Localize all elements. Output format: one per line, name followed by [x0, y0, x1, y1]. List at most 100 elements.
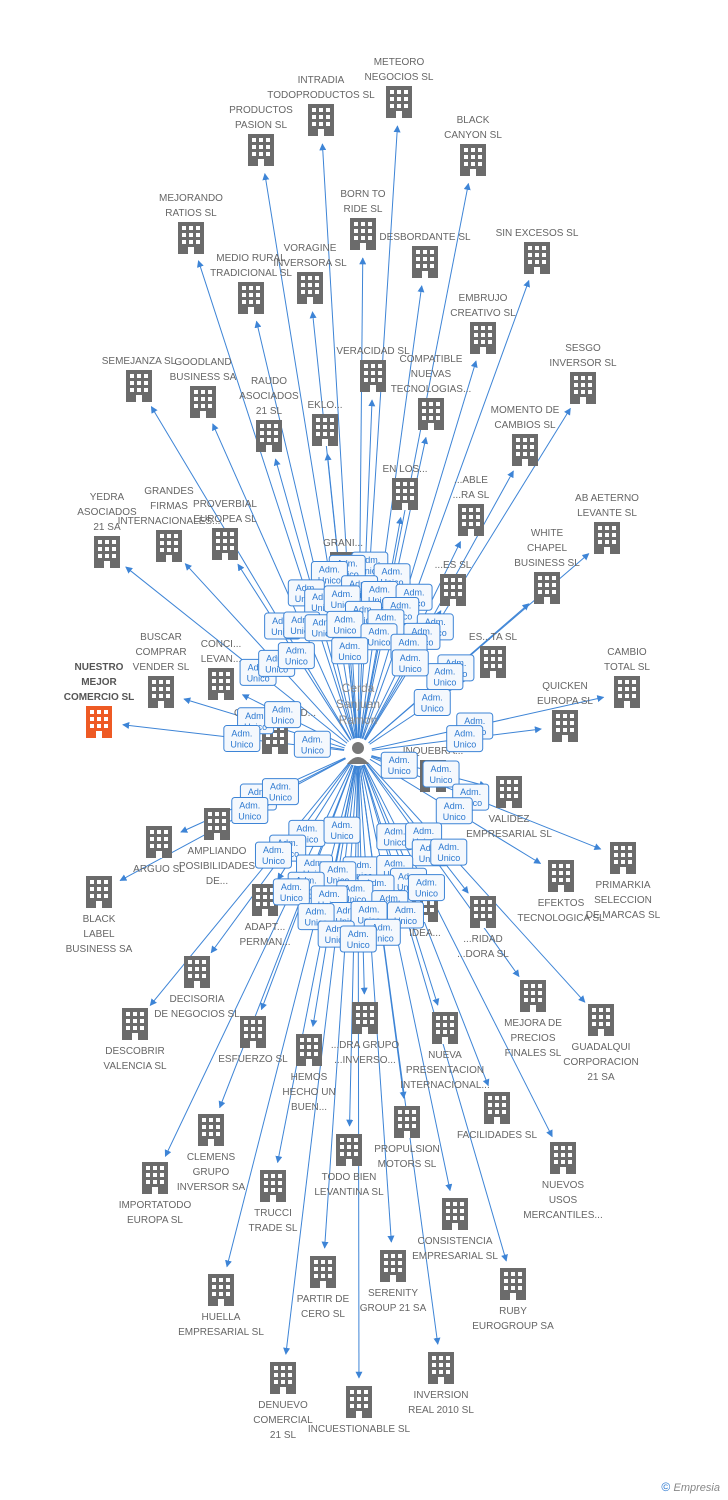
company-name-importatodo: EUROPA SL	[127, 1215, 183, 1226]
edge-label-grani[interactable]: Adm.Unico	[331, 637, 369, 665]
company-node-facilidades[interactable]: FACILIDADES SL	[457, 1092, 537, 1141]
company-node-semejanza[interactable]: SEMEJANZA SL	[102, 356, 177, 402]
company-node-grani[interactable]: GRANI...	[323, 538, 363, 584]
edge-label-descobrir[interactable]: Adm.Unico	[254, 841, 292, 869]
building-icon	[534, 572, 560, 604]
company-node-en-los[interactable]: EN LOS...	[382, 464, 428, 510]
edge-label-nuestro[interactable]: Adm.Unico	[223, 725, 261, 753]
company-node-es-ta[interactable]: ES...TA SL	[469, 632, 518, 678]
edge-label-text: Unico	[265, 664, 288, 674]
edge-label-importatodo[interactable]: Adm.Unico	[272, 878, 310, 906]
edge-label-en-los[interactable]: Adm.Unico	[360, 623, 398, 651]
company-node-arguo[interactable]: ARGUO SL	[133, 826, 185, 875]
company-name-conci-levan: CONCI...	[201, 639, 242, 650]
edge-label-oportunidad[interactable]: Adm.Unico	[293, 730, 331, 758]
edge-label-validez[interactable]: Adm.Unico	[422, 760, 460, 788]
edge-label-proverbial[interactable]: Adm.Unico	[277, 642, 315, 670]
building-icon	[86, 876, 112, 908]
edge-label-inquebra[interactable]: Adm.Unico	[380, 751, 418, 779]
edge-label-efektos[interactable]: Adm.Unico	[435, 797, 473, 825]
company-node-idea[interactable]: IDEA...	[409, 890, 441, 939]
edge-label-black-label[interactable]: Adm.Unico	[231, 796, 269, 824]
edge-label-incuestionable[interactable]: Adm.Unico	[339, 925, 377, 953]
company-node-able[interactable]: ...ABLE...RA SL	[453, 475, 490, 536]
edge-label-conci-levan[interactable]: Adm.Unico	[264, 701, 302, 729]
copyright-symbol: ©	[661, 1480, 671, 1494]
edge-label-guadalqui[interactable]: Adm.Unico	[430, 838, 468, 866]
center-person-name: Ramon	[339, 713, 378, 727]
company-node-esfuerzo[interactable]: ESFUERZO SL	[218, 1016, 288, 1065]
company-node-adapt[interactable]: ADAPT...PERMAN...	[239, 884, 291, 948]
company-node-nueva-presentacion[interactable]: NUEVAPRESENTACIONINTERNACIONAL...	[400, 1012, 490, 1091]
company-node-eklo[interactable]: EKLO...	[307, 400, 343, 446]
brand-name[interactable]: Empresia	[673, 1482, 720, 1494]
edge-label-ampliando[interactable]: Adm.Unico	[261, 778, 299, 806]
edge-label-intra[interactable]: Adm.Unico	[323, 816, 361, 844]
company-node-es-sl[interactable]: ...ES SL	[435, 560, 472, 606]
company-node-grandes-firmas[interactable]: GRANDESFIRMASINTERNACIONALES...	[118, 486, 221, 562]
edge-label-quicken[interactable]: Adm.Unico	[446, 725, 484, 753]
company-node-compatible[interactable]: COMPATIBLENUEVASTECNOLOGIAS...	[391, 354, 472, 430]
company-node-ampliando[interactable]: AMPLIANDOPOSIBILIDADESDE...	[179, 808, 255, 887]
edge-label-text: Adm.	[304, 858, 325, 868]
company-node-grupo-inverso[interactable]: ...DRA GRUPO...INVERSO...	[331, 1002, 400, 1066]
edge-label-es-sl[interactable]: Adm.Unico	[391, 649, 429, 677]
edge-label-nuevos-usos[interactable]: Adm.Unico	[407, 874, 445, 902]
company-node-desbordante[interactable]: DESBORDANTE SL	[379, 232, 471, 278]
company-node-conci-levan[interactable]: CONCI...LEVAN...	[201, 639, 242, 700]
company-node-inquebra[interactable]: INQUEBRA...	[403, 746, 464, 792]
edge-label-eklo[interactable]: Adm.Unico	[326, 610, 364, 638]
company-node-nuevos-usos[interactable]: NUEVOSUSOSMERCANTILES...	[523, 1142, 603, 1221]
edge-label-es-ta[interactable]: Adm.Unico	[413, 689, 451, 716]
company-node-ridad[interactable]: ...RIDAD...DORA SL	[457, 896, 509, 960]
company-node-incuestionable[interactable]: INCUESTIONABLE SL	[308, 1386, 411, 1435]
company-node-sin-excesos[interactable]: SIN EXCESOS SL	[496, 228, 579, 274]
edge-label-white-chapel[interactable]: Adm.Unico	[426, 663, 464, 691]
edge-label-text: Unico	[421, 704, 444, 714]
company-node-veracidad[interactable]: VERACIDAD SL	[336, 346, 410, 392]
